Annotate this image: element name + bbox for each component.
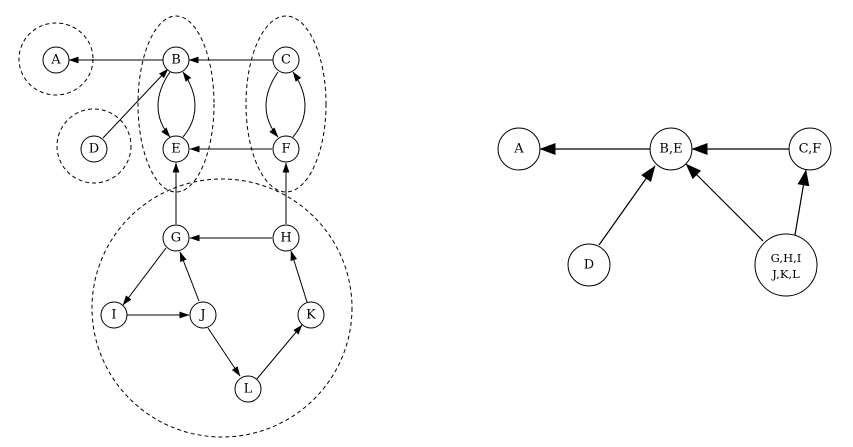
node-l: L (234, 375, 262, 403)
node-h-label: H (280, 231, 291, 246)
node-cf-label: C,F (799, 142, 822, 157)
node-cf: C,F (788, 127, 832, 171)
edge-b-to-e (157, 71, 171, 138)
node-b: B (162, 46, 190, 74)
node-j: J (189, 301, 217, 329)
edge-g-to-i (122, 247, 167, 306)
node-c-label: C (281, 53, 291, 68)
edge-ghijkl-to-cf (794, 169, 810, 236)
node-i: I (100, 301, 128, 329)
node-k: K (297, 301, 325, 329)
node-g: G (162, 224, 190, 252)
node-a-label: A (50, 53, 61, 68)
node-g-label: G (171, 231, 181, 246)
component-outline-b-e (137, 15, 215, 193)
node-be: B,E (649, 127, 693, 171)
node-be-label: B,E (659, 142, 682, 157)
edge-d-to-be (598, 165, 656, 246)
component-outline-a (18, 22, 94, 96)
node-d-condensed-label: D (584, 258, 594, 273)
node-a: A (42, 46, 70, 74)
left-graph: A B C D E (18, 15, 353, 438)
node-ghijkl-label-line1: G,H,I (771, 251, 802, 265)
component-outline-c-f (245, 15, 327, 193)
node-ghijkl: G,H,I J,K,L (754, 233, 818, 297)
left-nodes: A B C D E (42, 46, 325, 403)
edge-j-to-l (207, 327, 241, 377)
right-edges (539, 143, 810, 246)
node-d-condensed: D (567, 243, 611, 287)
node-c: C (272, 46, 300, 74)
edge-j-to-g (179, 251, 200, 302)
node-f-label: F (281, 142, 290, 157)
node-d: D (80, 135, 108, 163)
edge-ghijkl-to-be (685, 163, 764, 242)
node-k-label: K (306, 308, 316, 323)
node-b-label: B (171, 53, 181, 68)
right-graph: A B,E C,F D G,H,I J,K,L (497, 127, 832, 297)
node-f: F (272, 135, 300, 163)
node-h: H (272, 224, 300, 252)
component-outlines (18, 15, 353, 438)
edge-k-to-h (290, 250, 308, 303)
node-d-label: D (89, 142, 99, 157)
node-l-label: L (244, 382, 253, 397)
node-ghijkl-label-line2: J,K,L (771, 267, 800, 281)
node-e: E (162, 135, 190, 163)
right-nodes: A B,E C,F D G,H,I J,K,L (497, 127, 832, 297)
edge-f-to-c (292, 71, 306, 138)
edge-l-to-k (255, 324, 303, 381)
component-outline-g-l (91, 178, 353, 438)
component-outline-d (56, 108, 132, 184)
node-e-label: E (171, 142, 181, 157)
node-a-condensed-label: A (513, 142, 524, 157)
edge-c-to-f (265, 71, 279, 138)
node-i-label: I (111, 308, 116, 323)
node-a-condensed: A (497, 127, 541, 171)
edge-e-to-b (182, 71, 196, 138)
left-edges (68, 56, 308, 381)
node-j-label: J (198, 308, 205, 323)
edge-d-to-b (102, 68, 169, 139)
